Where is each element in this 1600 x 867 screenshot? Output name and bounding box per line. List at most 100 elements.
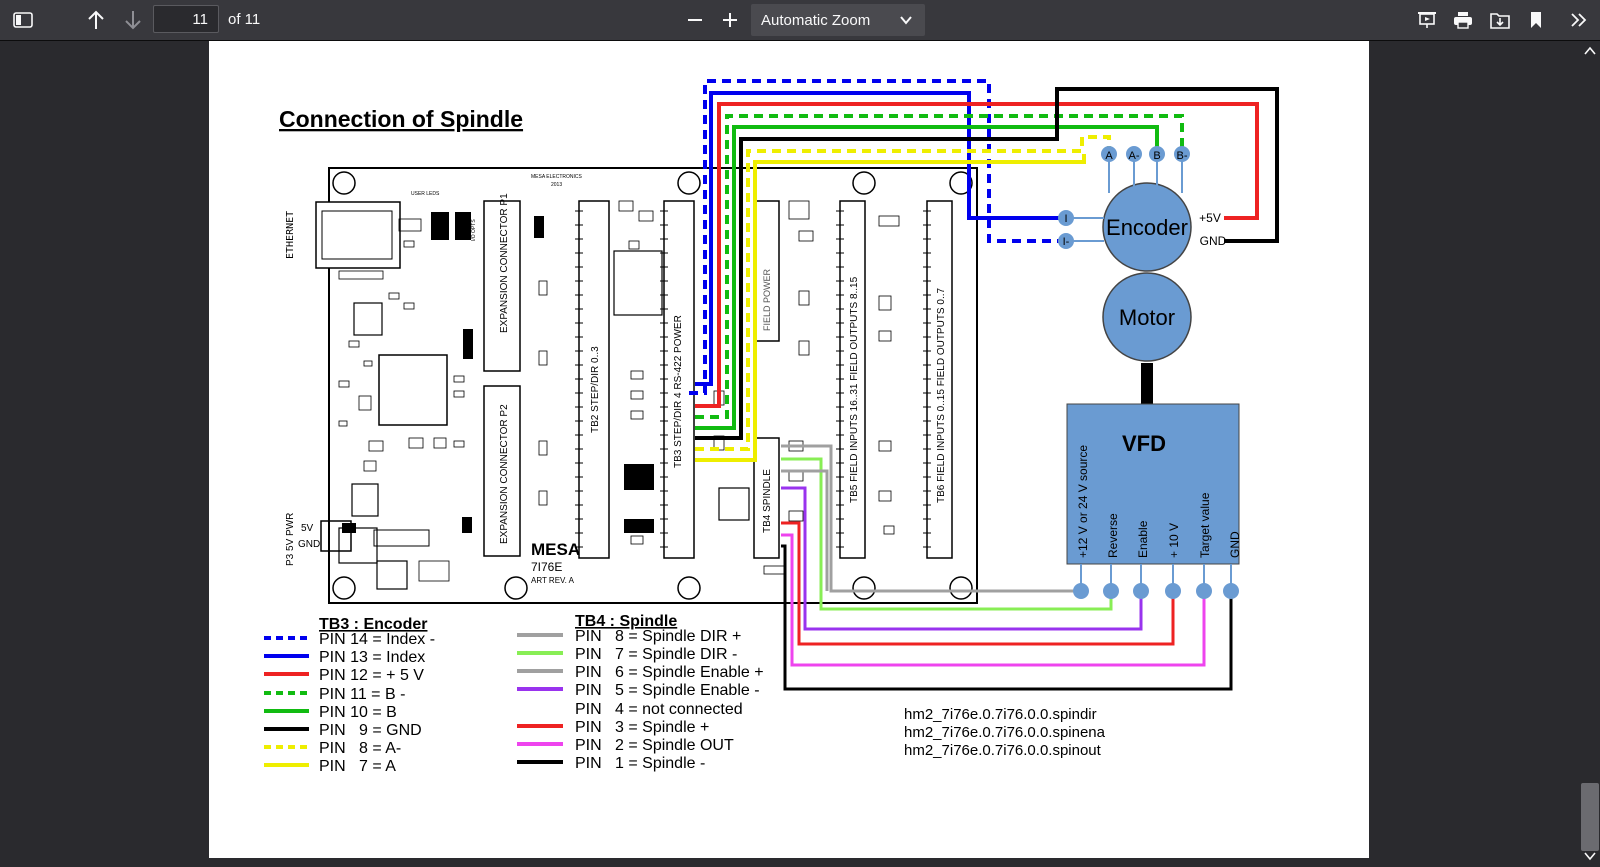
encoder-pin-b: B <box>1153 150 1160 162</box>
hal-pin-list: hm2_7i76e.0.7i76.0.0.spindir hm2_7i76e.0… <box>904 706 1106 759</box>
bookmark-icon <box>1531 12 1541 28</box>
pdf-page: Connection of Spindle <box>209 41 1369 858</box>
hal-pin-spinout: hm2_7i76e.0.7i76.0.0.spinout <box>904 742 1102 759</box>
tb3-legend-item-7: PIN 7 = A <box>319 758 396 775</box>
tb4-legend-item-5: PIN 5 = Spindle Enable - <box>575 682 760 699</box>
vfd-terminal-gnd: GND <box>1228 531 1242 558</box>
ethernet-label: ETHERNET <box>285 211 296 259</box>
spindle-wires <box>781 444 1233 691</box>
encoder-pin-b-neg: B- <box>1177 150 1188 162</box>
download-icon <box>1490 13 1510 29</box>
encoder-label: Encoder <box>1106 215 1188 240</box>
tb3-legend-title: TB3 : Encoder <box>319 616 427 633</box>
scrollbar-thumb[interactable] <box>1581 783 1599 851</box>
tb4-legend-item-6: PIN 6 = Spindle Enable + <box>575 664 764 681</box>
motor: Motor <box>1102 272 1192 362</box>
scroll-up-icon[interactable] <box>1584 46 1596 56</box>
zoom-out-icon <box>688 19 702 21</box>
tb4-legend-item-7: PIN 7 = Spindle DIR - <box>575 646 737 663</box>
print-button[interactable] <box>1450 6 1476 34</box>
chevron-down-icon <box>900 16 912 25</box>
year-label: 2013 <box>551 182 562 188</box>
tb4-legend-item-8: PIN 8 = Spindle DIR + <box>575 628 741 645</box>
vfd-terminal-enable: Enable <box>1136 520 1150 558</box>
tb4-legend-item-3: PIN 3 = Spindle + <box>575 719 709 736</box>
save-button[interactable] <box>1487 6 1513 34</box>
tools-button[interactable] <box>1566 6 1592 34</box>
print-icon <box>1454 12 1472 29</box>
vfd-label: VFD <box>1122 431 1166 456</box>
vfd: VFD +12 V or 24 V source Reverse Enable … <box>1066 403 1242 599</box>
encoder-pin-a: A <box>1105 150 1113 162</box>
vfd-terminal-reverse: Reverse <box>1106 513 1120 558</box>
encoder-index-pin: I <box>1064 213 1067 225</box>
presentation-icon <box>1418 12 1436 28</box>
zoom-select-value: Automatic Zoom <box>761 11 871 29</box>
encoder-gnd-pin: GND <box>1200 234 1227 248</box>
tb3-legend-item-14: PIN 14 = Index - <box>319 631 435 648</box>
user-leds-label: USER LEDS <box>411 191 440 197</box>
model-label: 7I76E <box>531 560 562 574</box>
tb6-label: TB6 FIELD INPUTS 0..15 FIELD OUTPUTS 0..… <box>936 288 947 503</box>
p3-power-label: P3 5V PWR <box>285 513 296 566</box>
tb4-legend: TB4 : Spindle PIN 8 = Spindle DIR + PIN … <box>517 613 764 772</box>
tb3-label: TB3 STEP/DIR 4 RS-422 POWER <box>673 315 684 468</box>
io-opts-label: I/O OPTS <box>471 219 477 241</box>
bookmark-button[interactable] <box>1524 6 1548 34</box>
maker-label: MESA ELECTRONICS <box>531 174 583 180</box>
zoom-in-icon <box>723 13 737 27</box>
document-viewer[interactable]: Connection of Spindle <box>0 41 1600 867</box>
tb3-legend-item-12: PIN 12 = + 5 V <box>319 667 424 684</box>
motor-label: Motor <box>1119 305 1175 330</box>
tb3-legend: TB3 : Encoder PIN 14 = Index - PIN 13 = … <box>264 616 435 775</box>
arrow-down-icon <box>125 11 141 30</box>
tb3-legend-item-11: PIN 11 = B - <box>319 686 405 703</box>
vfd-terminal-target: Target value <box>1198 492 1212 558</box>
encoder-wires <box>689 79 1279 462</box>
spindle-wiring-diagram: Connection of Spindle <box>264 79 1279 775</box>
gnd-label: GND <box>298 539 320 550</box>
rev-label: ART REV. A <box>531 576 575 585</box>
mesa-7i76e-board: ETHERNET P3 5V PWR 5V GND EXPANSION CONN… <box>285 167 978 604</box>
mesa-logo: MESA <box>531 540 580 559</box>
field-power-label: FIELD POWER <box>762 268 772 331</box>
zoom-select[interactable]: Automatic Zoom <box>751 4 925 36</box>
tb5-label: TB5 FIELD INPUTS 16..31 FIELD OUTPUTS 8.… <box>849 276 860 503</box>
tools-icon <box>1571 13 1587 27</box>
expansion-p1-label: EXPANSION CONNECTOR P1 <box>499 193 510 333</box>
page-count-label: of 11 <box>228 11 261 28</box>
tb4-legend-item-2: PIN 2 = Spindle OUT <box>575 737 734 754</box>
encoder-5v-pin: +5V <box>1199 211 1221 225</box>
sidebar-toggle-button[interactable] <box>8 6 38 34</box>
tb4-legend-item-1: PIN 1 = Spindle - <box>575 755 705 772</box>
presentation-mode-button[interactable] <box>1414 6 1440 34</box>
sidebar-toggle-icon <box>13 12 33 28</box>
tb3-legend-item-8: PIN 8 = A- <box>319 740 401 757</box>
next-page-button[interactable] <box>121 6 145 34</box>
encoder: Encoder A A- B B- I I- +5V GND <box>1058 146 1227 405</box>
vertical-scrollbar[interactable] <box>1580 41 1600 867</box>
tb3-legend-item-10: PIN 10 = B <box>319 704 397 721</box>
diagram-title: Connection of Spindle <box>279 106 523 132</box>
encoder-index-neg-pin: I- <box>1063 236 1070 248</box>
hal-pin-spindir: hm2_7i76e.0.7i76.0.0.spindir <box>904 706 1097 723</box>
5v-label: 5V <box>301 523 314 534</box>
encoder-pin-a-neg: A- <box>1129 150 1140 162</box>
tb4-label: TB4 SPINDLE <box>762 469 773 533</box>
vfd-terminal-10v: + 10 V <box>1167 523 1181 558</box>
zoom-out-button[interactable] <box>683 6 707 34</box>
page-number-input[interactable] <box>153 5 219 33</box>
hal-pin-spinena: hm2_7i76e.0.7i76.0.0.spinena <box>904 724 1106 741</box>
expansion-p2-label: EXPANSION CONNECTOR P2 <box>499 404 510 544</box>
tb3-legend-item-9: PIN 9 = GND <box>319 722 422 739</box>
tb2-label: TB2 STEP/DIR 0..3 <box>590 346 601 433</box>
arrow-up-icon <box>88 10 104 29</box>
zoom-in-button[interactable] <box>718 6 742 34</box>
tb4-legend-title: TB4 : Spindle <box>575 613 677 630</box>
pdf-toolbar: of 11 Automatic Zoom <box>0 0 1600 41</box>
previous-page-button[interactable] <box>84 6 108 34</box>
tb4-legend-item-4: PIN 4 = not connected <box>575 701 743 718</box>
scroll-down-icon[interactable] <box>1584 851 1596 861</box>
vfd-terminal-source: +12 V or 24 V source <box>1076 445 1090 558</box>
tb3-legend-item-13: PIN 13 = Index <box>319 649 425 666</box>
